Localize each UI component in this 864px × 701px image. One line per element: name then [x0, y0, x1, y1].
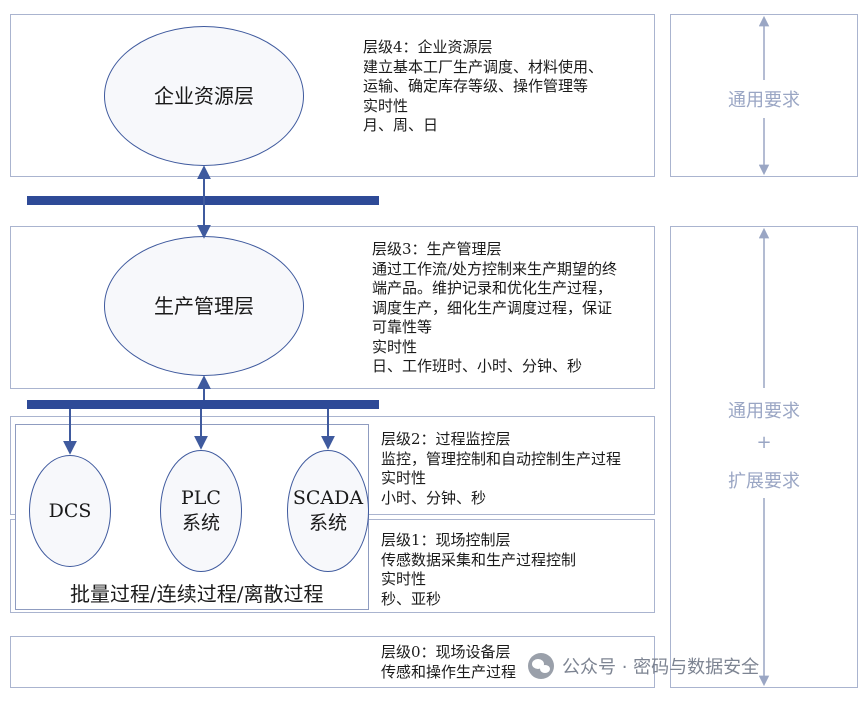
scada-ellipse: SCADA 系统: [287, 450, 369, 572]
watermark: 公众号 · 密码与数据安全: [528, 652, 759, 680]
level0-description: 层级0：现场设备层 传感和操作生产过程: [381, 643, 517, 681]
lower-requirement-plus: +: [756, 432, 772, 453]
process-label: 批量过程/连续过程/离散过程: [70, 582, 324, 606]
plc-ellipse: PLC 系统: [160, 450, 242, 572]
upper-requirement-label: 通用要求: [728, 90, 800, 111]
level3-description: 层级3：生产管理层 通过工作流/处方控制来生产期望的终 端产品。维护记录和优化生…: [372, 240, 618, 375]
lower-requirement-line2: 扩展要求: [728, 471, 800, 492]
wechat-icon: [528, 653, 554, 679]
watermark-text: 公众号 · 密码与数据安全: [562, 657, 760, 678]
enterprise-resource-ellipse: 企业资源层: [104, 26, 304, 166]
level3-bus-bar: [27, 400, 379, 409]
dcs-ellipse: DCS: [29, 455, 111, 567]
level1-description: 层级1：现场控制层 传感数据采集和生产过程控制 实时性 秒、亚秒: [381, 531, 577, 608]
level4-description: 层级4：企业资源层 建立基本工厂生产调度、材料使用、 运输、确定库存等级、操作管…: [363, 38, 604, 134]
production-management-ellipse: 生产管理层: [104, 236, 304, 376]
level0-box: [10, 636, 655, 688]
lower-requirement-line1: 通用要求: [728, 401, 800, 422]
level2-description: 层级2：过程监控层 监控，管理控制和自动控制生产过程 实时性 小时、分钟、秒: [381, 430, 622, 507]
